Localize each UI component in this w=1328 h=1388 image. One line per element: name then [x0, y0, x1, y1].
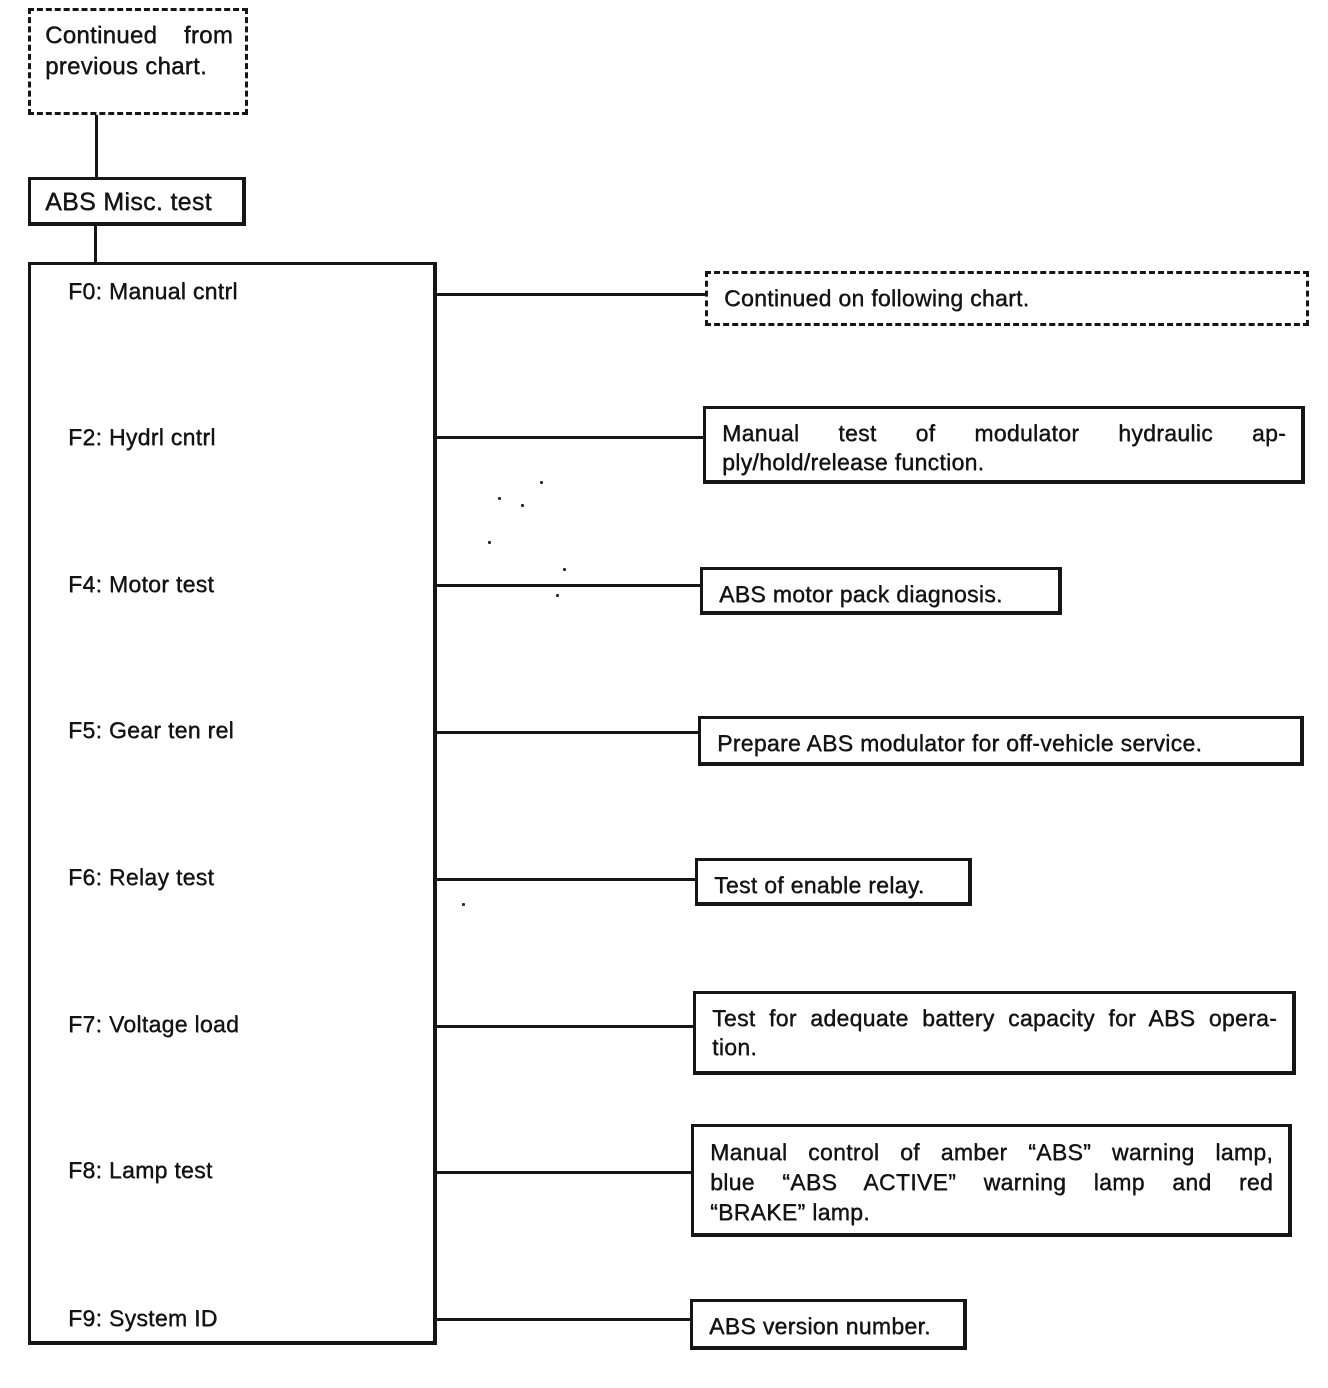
menu-item-f5: F5: Gear ten rel: [68, 717, 234, 743]
connector-top-to-root: [95, 115, 98, 177]
text-line: Manual control of amber “ABS” warning la…: [710, 1139, 1273, 1165]
scan-speck: [462, 903, 465, 906]
menu-box: F0: Manual cntrl F2: Hydrl cntrl F4: Mot…: [28, 262, 437, 1345]
text-line: blue “ABS ACTIVE” warning lamp and red: [710, 1169, 1273, 1195]
menu-item-f9: F9: System ID: [68, 1305, 218, 1331]
connector-f0: [437, 293, 705, 296]
menu-item-f8: F8: Lamp test: [68, 1157, 213, 1183]
scan-speck: [521, 504, 524, 507]
text-line: previous chart.: [45, 53, 207, 80]
desc-f0-continued-on-following-chart: Continued on following chart.: [705, 271, 1309, 326]
text-line: ABS version number.: [709, 1313, 931, 1339]
menu-item-f6: F6: Relay test: [68, 864, 215, 890]
menu-item-f4: F4: Motor test: [68, 571, 215, 597]
scan-speck: [488, 541, 491, 544]
text-line: Continued on following chart.: [724, 285, 1030, 311]
connector-f5: [437, 731, 698, 734]
menu-item-f7: F7: Voltage load: [68, 1011, 240, 1037]
desc-f4-motor-test: ABS motor pack diagnosis.: [700, 567, 1062, 615]
connector-root-to-menu: [94, 226, 97, 264]
connector-f6: [437, 878, 695, 881]
text-line: ABS motor pack diagnosis.: [719, 581, 1003, 607]
text-line: ply/hold/release function.: [722, 449, 985, 475]
text-line: Test of enable relay.: [714, 872, 925, 898]
scan-speck: [563, 568, 566, 571]
menu-item-f2: F2: Hydrl cntrl: [68, 424, 216, 450]
desc-f8-lamp-test: Manual control of amber “ABS” warning la…: [691, 1124, 1292, 1237]
menu-item-f0: F0: Manual cntrl: [68, 278, 238, 304]
scan-speck: [498, 497, 501, 500]
connector-f8: [437, 1171, 691, 1174]
scan-speck: [540, 481, 543, 484]
scan-speck: [556, 594, 559, 597]
desc-f9-system-id: ABS version number.: [690, 1299, 967, 1350]
root-node-abs-misc-test: ABS Misc. test: [28, 177, 246, 226]
text-line: “BRAKE” lamp.: [710, 1199, 870, 1225]
connector-f7: [437, 1025, 693, 1028]
connector-f4: [437, 584, 700, 587]
text-line: Test for adequate battery capacity for A…: [712, 1005, 1277, 1031]
desc-f2-hydraulic-control: Manual test of modulator hydraulic ap-pl…: [703, 406, 1305, 484]
text-line: Prepare ABS modulator for off-vehicle se…: [717, 730, 1203, 756]
text-line: Manual test of modulator hydraulic ap-: [722, 420, 1286, 446]
text-line: Continued from: [45, 22, 233, 49]
desc-f6-relay-test: Test of enable relay.: [695, 858, 972, 906]
desc-f5-gear-tension-release: Prepare ABS modulator for off-vehicle se…: [698, 716, 1304, 766]
connector-f9: [437, 1318, 690, 1321]
text-line: tion.: [712, 1034, 757, 1060]
connector-f2: [437, 436, 703, 439]
desc-f7-voltage-load: Test for adequate battery capacity for A…: [693, 991, 1296, 1075]
continued-from-box: Continued from previous chart.: [28, 8, 248, 115]
